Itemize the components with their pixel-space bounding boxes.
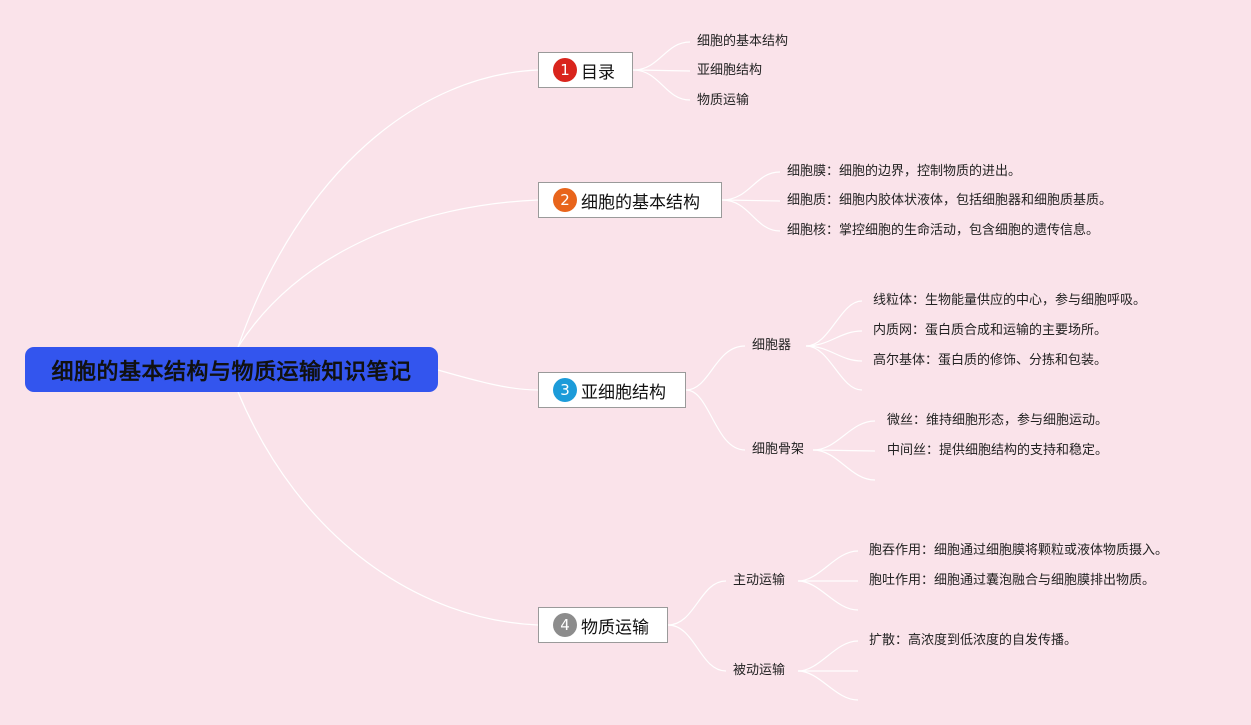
badge-2-icon: 2 <box>553 188 577 212</box>
group-organelles[interactable]: 细胞器 <box>752 338 792 353</box>
topic-subcellular-structure[interactable]: 3 亚细胞结构 <box>538 372 686 408</box>
topic-table-of-contents[interactable]: 1 目录 <box>538 52 633 88</box>
badge-3-icon: 3 <box>553 378 577 402</box>
group-active-transport[interactable]: 主动运输 <box>733 573 786 588</box>
connector-root-topic2 <box>237 199 539 348</box>
subtopic-item[interactable]: 中间丝：提供细胞结构的支持和稳定。 <box>887 443 1109 458</box>
connector-root-topic3 <box>437 369 539 391</box>
subtopic-item[interactable]: 高尔基体：蛋白质的修饰、分拣和包装。 <box>873 353 1108 368</box>
subtopic-item[interactable]: 胞吞作用：细胞通过细胞膜将颗粒或液体物质摄入。 <box>869 543 1169 558</box>
root-topic[interactable]: 细胞的基本结构与物质运输知识笔记 <box>25 347 438 392</box>
toc-item[interactable]: 亚细胞结构 <box>697 63 763 78</box>
subtopic-item[interactable]: 内质网：蛋白质合成和运输的主要场所。 <box>873 323 1108 338</box>
group-passive-transport[interactable]: 被动运输 <box>733 663 786 678</box>
connector-root-topic4 <box>237 391 539 626</box>
topic-material-transport[interactable]: 4 物质运输 <box>538 607 668 643</box>
topic-title: 目录 <box>581 62 615 83</box>
topic-title: 细胞的基本结构 <box>581 192 700 213</box>
subtopic-item[interactable]: 胞吐作用：细胞通过囊泡融合与细胞膜排出物质。 <box>869 573 1156 588</box>
topic-basic-structure[interactable]: 2 细胞的基本结构 <box>538 182 722 218</box>
subtopic-item[interactable]: 细胞膜：细胞的边界，控制物质的进出。 <box>787 164 1022 179</box>
topic-title: 物质运输 <box>581 617 649 638</box>
connector-t1-item1 <box>632 41 691 71</box>
subtopic-item[interactable]: 细胞质：细胞内胶体状液体，包括细胞器和细胞质基质。 <box>787 193 1113 208</box>
subtopic-item[interactable]: 微丝：维持细胞形态，参与细胞运动。 <box>887 413 1109 428</box>
subtopic-item[interactable]: 细胞核：掌控细胞的生命活动，包含细胞的遗传信息。 <box>787 223 1100 238</box>
group-cytoskeleton[interactable]: 细胞骨架 <box>752 442 805 457</box>
topic-title: 亚细胞结构 <box>581 382 666 403</box>
toc-item[interactable]: 细胞的基本结构 <box>697 34 789 49</box>
subtopic-item[interactable]: 线粒体：生物能量供应的中心，参与细胞呼吸。 <box>873 293 1147 308</box>
badge-4-icon: 4 <box>553 613 577 637</box>
badge-1-icon: 1 <box>553 58 577 82</box>
subtopic-item[interactable]: 扩散：高浓度到低浓度的自发传播。 <box>869 633 1078 648</box>
connector-root-topic1 <box>237 69 539 348</box>
root-title: 细胞的基本结构与物质运输知识笔记 <box>51 359 412 385</box>
toc-item[interactable]: 物质运输 <box>697 93 750 108</box>
